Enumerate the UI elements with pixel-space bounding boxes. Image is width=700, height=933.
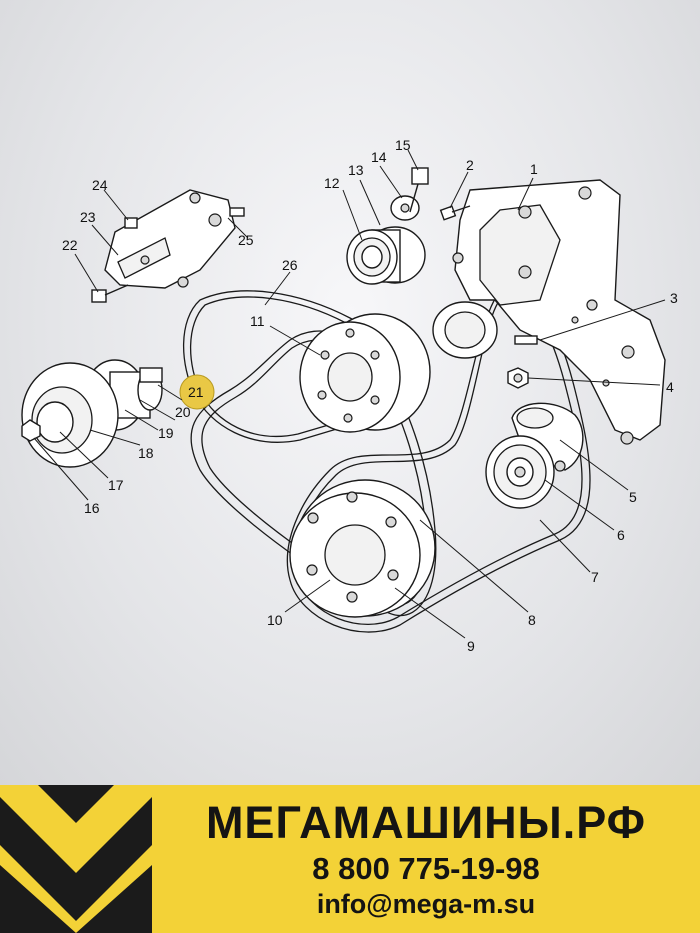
bolt-22 — [91, 284, 129, 303]
bracket-23 — [104, 189, 236, 289]
callout-24: 24 — [92, 177, 108, 193]
callout-11: 11 — [250, 313, 265, 329]
crankshaft-pulley-10 — [289, 479, 436, 618]
leader-lines — [33, 149, 666, 639]
callout-15: 15 — [395, 137, 411, 153]
nut-4 — [507, 367, 529, 389]
callout-19: 19 — [158, 425, 174, 441]
callout-12: 12 — [324, 175, 340, 191]
callout-8: 8 — [528, 612, 536, 628]
highlighted-callout-marker — [179, 374, 215, 410]
brand-name[interactable]: МЕГАМАШИНЫ.РФ — [205, 797, 647, 848]
callout-6: 6 — [617, 527, 625, 543]
washer-14 — [390, 195, 420, 221]
footer-contact-panel — [152, 785, 700, 933]
callout-10: 10 — [267, 612, 283, 628]
callout-1: 1 — [530, 161, 538, 177]
bolt-2 — [439, 205, 471, 221]
callout-21: 21 — [188, 384, 204, 400]
stud-3 — [514, 335, 538, 345]
callout-26: 26 — [282, 257, 298, 273]
bolt-25 — [229, 207, 245, 217]
callout-25: 25 — [238, 232, 254, 248]
callout-3: 3 — [670, 290, 678, 306]
parts-diagram: 1 2 3 4 5 6 7 8 9 10 11 12 13 14 15 16 1… — [0, 0, 700, 785]
mounting-bracket — [432, 179, 666, 445]
callout-labels: 1 2 3 4 5 6 7 8 9 10 11 12 13 14 15 16 1… — [62, 137, 678, 654]
callout-14: 14 — [371, 149, 387, 165]
callout-23: 23 — [80, 209, 96, 225]
email-address[interactable]: info@mega-m.su — [316, 889, 536, 919]
callout-4: 4 — [666, 379, 674, 395]
brand-logo-icon — [0, 785, 152, 933]
callout-5: 5 — [629, 489, 637, 505]
exploded-view-drawing: 1 2 3 4 5 6 7 8 9 10 11 12 13 14 15 16 1… — [21, 137, 678, 654]
bearing-12 — [346, 226, 426, 285]
callout-13: 13 — [348, 162, 364, 178]
callout-18: 18 — [138, 445, 154, 461]
callout-20: 20 — [175, 404, 191, 420]
phone-number[interactable]: 8 800 775-19-98 — [312, 851, 540, 886]
callout-17: 17 — [108, 477, 124, 493]
pulley-11 — [299, 313, 431, 433]
bolt-15 — [409, 167, 429, 213]
tensioner-pulley-6 — [485, 435, 555, 509]
callout-22: 22 — [62, 237, 78, 253]
callout-7: 7 — [591, 569, 599, 585]
callout-16: 16 — [84, 500, 100, 516]
callout-9: 9 — [467, 638, 475, 654]
callout-2: 2 — [466, 157, 474, 173]
footer-banner: МЕГАМАШИНЫ.РФ 8 800 775-19-98 info@mega-… — [0, 785, 700, 933]
bolt-24 — [124, 217, 138, 229]
